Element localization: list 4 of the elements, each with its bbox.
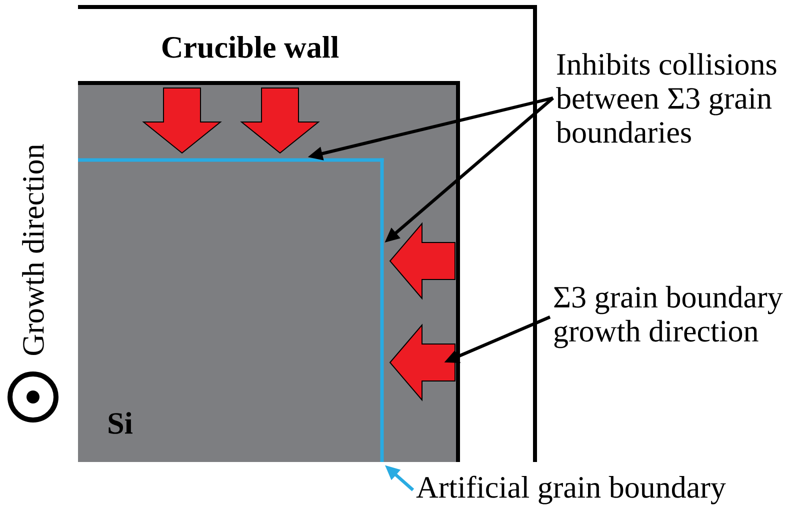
- annotation: Σ3 grain boundary growth direction: [554, 286, 783, 348]
- direction-label: Growth direction: [22, 144, 44, 356]
- annotation: Artificial grain boundary: [416, 476, 726, 504]
- annotation: Inhibits collisions between Σ3 grain boundaries: [556, 53, 776, 143]
